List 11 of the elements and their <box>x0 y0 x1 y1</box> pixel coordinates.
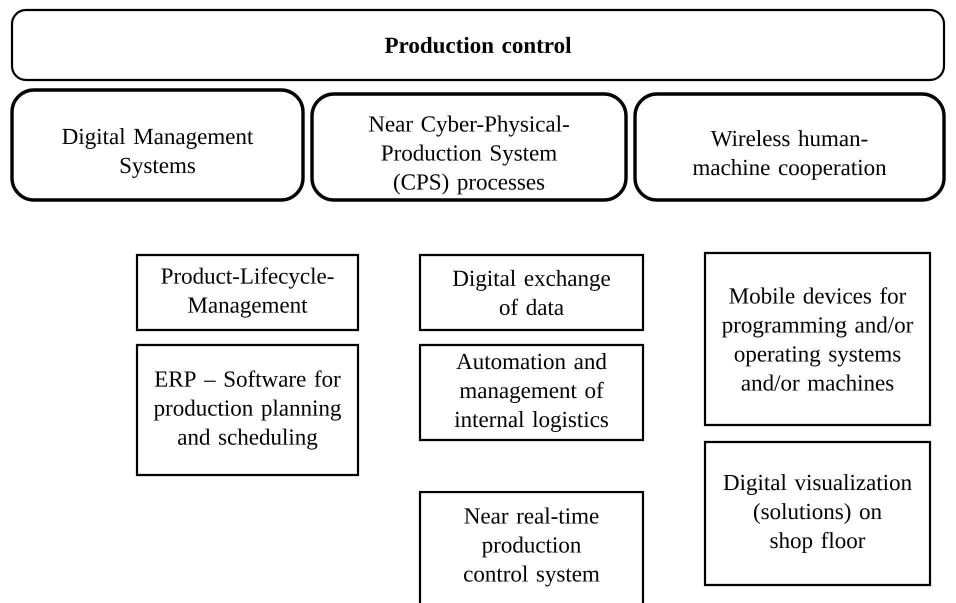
item-box: ERP – Software for production planning and scheduling <box>136 344 360 476</box>
category-box: Near Cyber-Physical-Production System (CPS) processes <box>310 92 628 202</box>
item-box: Near real-time production control system <box>418 490 644 603</box>
item-box: Automation and management of internal logistics <box>418 344 644 442</box>
title-box: Production control <box>10 8 946 82</box>
category-box: Wireless human-machine cooperation <box>633 92 946 202</box>
item-box: Mobile devices for programming and/or operating systems and/or machines <box>704 252 932 426</box>
item-box: Digital visualization (solutions) on shop floor <box>704 440 932 586</box>
category-box: Digital Management Systems <box>10 88 305 202</box>
item-box: Product-Lifecycle-Management <box>136 254 360 332</box>
item-box: Digital exchange of data <box>418 254 644 332</box>
